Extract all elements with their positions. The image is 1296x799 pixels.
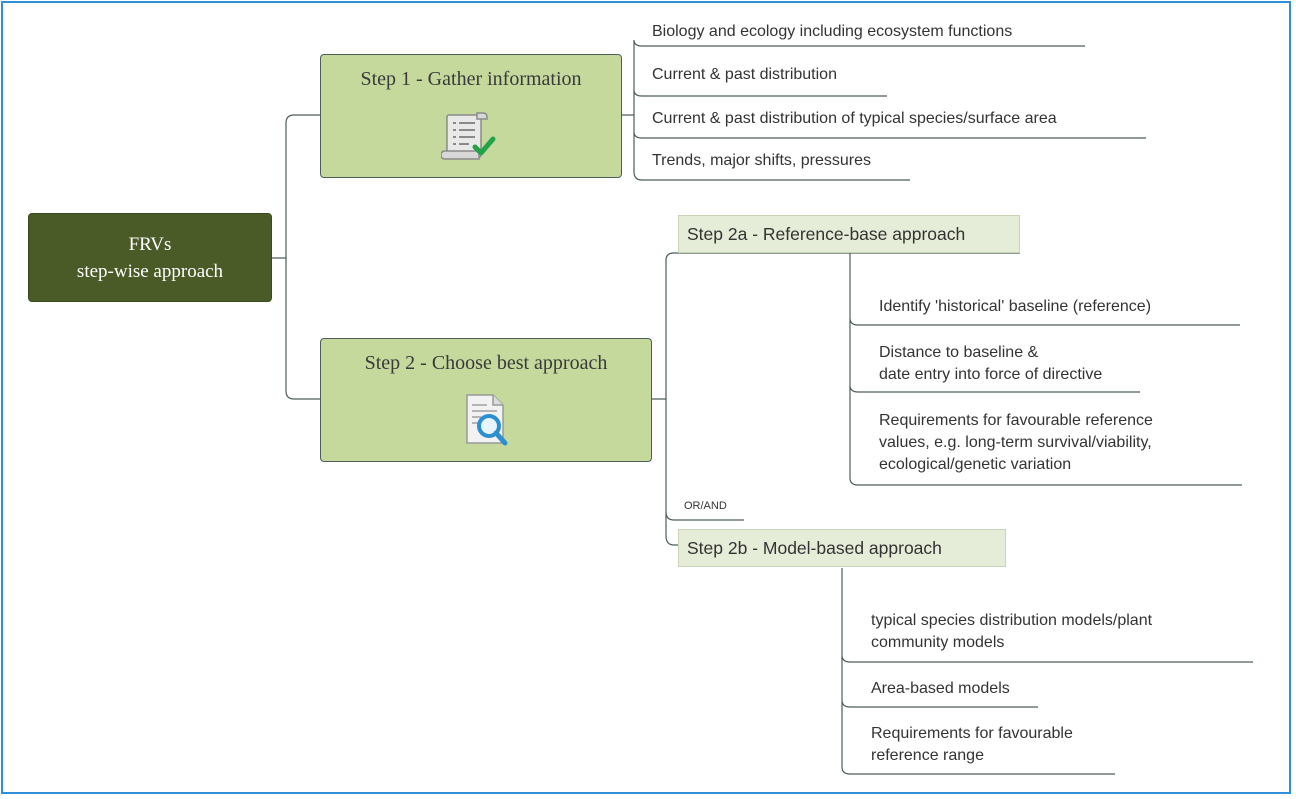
step2a-item-3: Requirements for favourable reference va… [879, 410, 1153, 476]
step2a-item-1-line: Identify 'historical' baseline (referenc… [879, 298, 1152, 315]
step2b-item-2: Area-based models [871, 678, 1010, 700]
step2a-title: Step 2a - Reference-base approach [687, 223, 966, 244]
step2a-item-3-line-2: values, e.g. long-term survival/viabilit… [879, 434, 1152, 451]
step1-connector [622, 39, 1146, 181]
step2-connector [652, 252, 1020, 546]
step2a-item-1: Identify 'historical' baseline (referenc… [879, 296, 1151, 318]
step1-item-3: Current & past distribution of typical s… [652, 110, 1057, 127]
step2a-item-3-line-3: ecological/genetic variation [879, 456, 1072, 473]
step1-node[interactable]: Step 1 - Gather information [320, 54, 622, 178]
step1-item-4: Trends, major shifts, pressures [652, 152, 872, 169]
step2b-item-3-line-1: Requirements for favourable [871, 725, 1073, 742]
root-connector [272, 114, 320, 400]
step2b-item-1-line-1: typical species distribution models/plan… [871, 612, 1153, 629]
step1-item-1: Biology and ecology including ecosystem … [652, 23, 1013, 40]
step2b-item-1-line-2: community models [871, 634, 1005, 651]
step2b-item-1: typical species distribution models/plan… [871, 610, 1152, 654]
step2b-title: Step 2b - Model-based approach [687, 537, 942, 558]
step2a-item-2-line-2: date entry into force of directive [879, 366, 1103, 383]
checklist-scroll-icon [441, 112, 496, 160]
step2b-node[interactable]: Step 2b - Model-based approach [678, 529, 1006, 567]
step1-item-2: Current & past distribution [652, 66, 837, 83]
step2a-item-2-line-1: Distance to baseline & [879, 344, 1039, 361]
document-magnifier-icon [466, 394, 508, 446]
step2b-item-3: Requirements for favourable reference ra… [871, 723, 1073, 767]
step2a-node[interactable]: Step 2a - Reference-base approach [678, 215, 1020, 253]
root-subtitle: step-wise approach [76, 260, 224, 282]
root-node[interactable]: FRVs step-wise approach [28, 213, 272, 302]
step1-title: Step 1 - Gather information [360, 68, 582, 90]
step2-title: Step 2 - Choose best approach [364, 352, 608, 374]
step2a-item-2: Distance to baseline & date entry into f… [879, 342, 1102, 386]
step2-node[interactable]: Step 2 - Choose best approach [320, 338, 652, 462]
step2a-item-3-line-1: Requirements for favourable reference [879, 412, 1153, 429]
step2b-connector [841, 568, 1253, 775]
step2b-item-3-line-2: reference range [871, 747, 984, 764]
step2a-connector [849, 253, 1242, 486]
step2b-item-2-line: Area-based models [871, 680, 1010, 697]
or-and-label: OR/AND [684, 500, 727, 512]
root-title: FRVs [128, 233, 172, 255]
